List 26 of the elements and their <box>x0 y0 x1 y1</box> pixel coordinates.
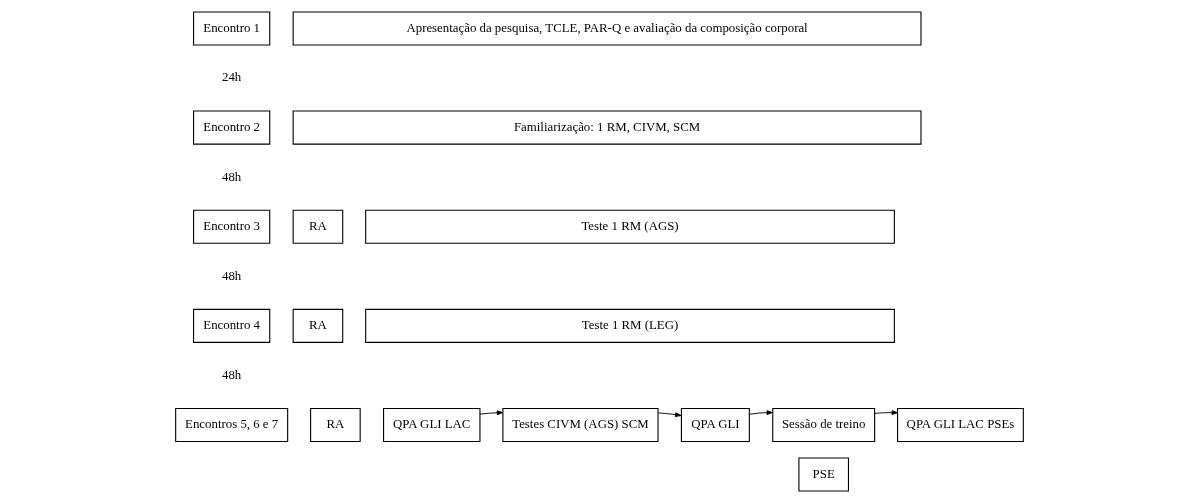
label: 48h <box>221 367 241 382</box>
node-box: Encontro 2 <box>192 110 270 145</box>
label: 48h <box>221 169 241 184</box>
node-box: Teste 1 RM (LEG) <box>364 308 895 343</box>
node-box: Sessão de treino <box>771 407 875 443</box>
node-box: Encontro 4 <box>192 308 270 343</box>
arrow <box>748 410 773 415</box>
arrow <box>479 410 503 416</box>
node-box: QPA GLI <box>680 407 750 443</box>
node-box: RA <box>292 308 343 343</box>
node-box: Encontros 5, 6 e 7 <box>174 407 288 443</box>
label: 48h <box>221 268 241 283</box>
label: 24h <box>221 70 241 85</box>
node-box: Encontro 1 <box>192 11 270 46</box>
node-box: Testes CIVM (AGS) SCM <box>501 407 659 443</box>
arrow <box>657 412 681 418</box>
node-box: Teste 1 RM (AGS) <box>364 209 895 244</box>
node-box: RA <box>292 209 343 244</box>
node-box: QPA GLI LAC PSEs <box>896 407 1024 443</box>
node-box: Familiarização: 1 RM, CIVM, SCM <box>292 110 922 145</box>
node-box: PSE <box>797 457 849 492</box>
node-box: Encontro 3 <box>192 209 270 244</box>
node-box: Apresentação da pesquisa, TCLE, PAR-Q e avaliação da composição corporal <box>292 11 922 46</box>
node-box: RA <box>309 407 361 443</box>
arrow <box>873 410 898 415</box>
node-box: QPA GLI LAC <box>382 407 480 443</box>
